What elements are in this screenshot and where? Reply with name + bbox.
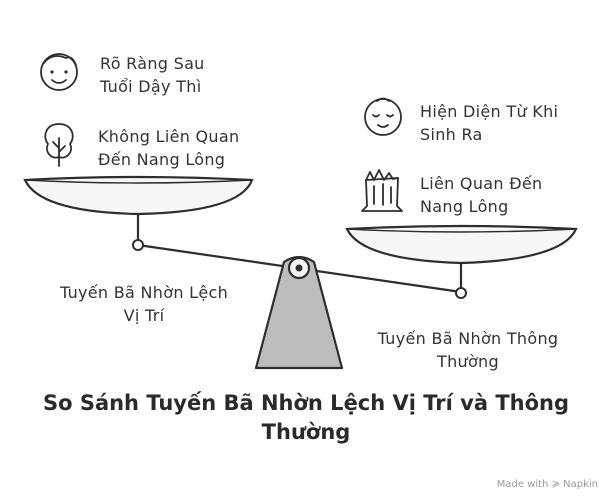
child-face-icon <box>40 53 78 91</box>
right-item-2-label: Liên Quan Đến Nang Lông <box>420 174 543 216</box>
left-pan <box>23 175 254 216</box>
baby-face-icon <box>364 97 402 136</box>
tree-stump-icon <box>361 169 403 212</box>
right-item-1-label: Hiện Diện Từ Khi Sinh Ra <box>420 102 559 144</box>
left-pivot <box>132 239 144 251</box>
tree-icon <box>44 123 74 167</box>
right-pan-caption: Tuyến Bã Nhờn Thông Thường <box>377 329 559 371</box>
right-pivot <box>455 287 467 299</box>
left-item-2-label: Không Liên Quan Đến Nang Lông <box>98 127 240 169</box>
left-item-1-label: Rõ Ràng Sau Tuổi Dậy Thì <box>100 54 205 96</box>
left-pan-caption: Tuyến Bã Nhờn Lệch Vị Trí <box>59 283 229 325</box>
diagram-title: So Sánh Tuyến Bã Nhờn Lệch Vị Trí và Thô… <box>42 391 570 444</box>
scale-stand <box>254 255 344 370</box>
napkin-branding: Made with ≽ Napkin <box>496 479 598 490</box>
right-pan <box>345 224 578 265</box>
